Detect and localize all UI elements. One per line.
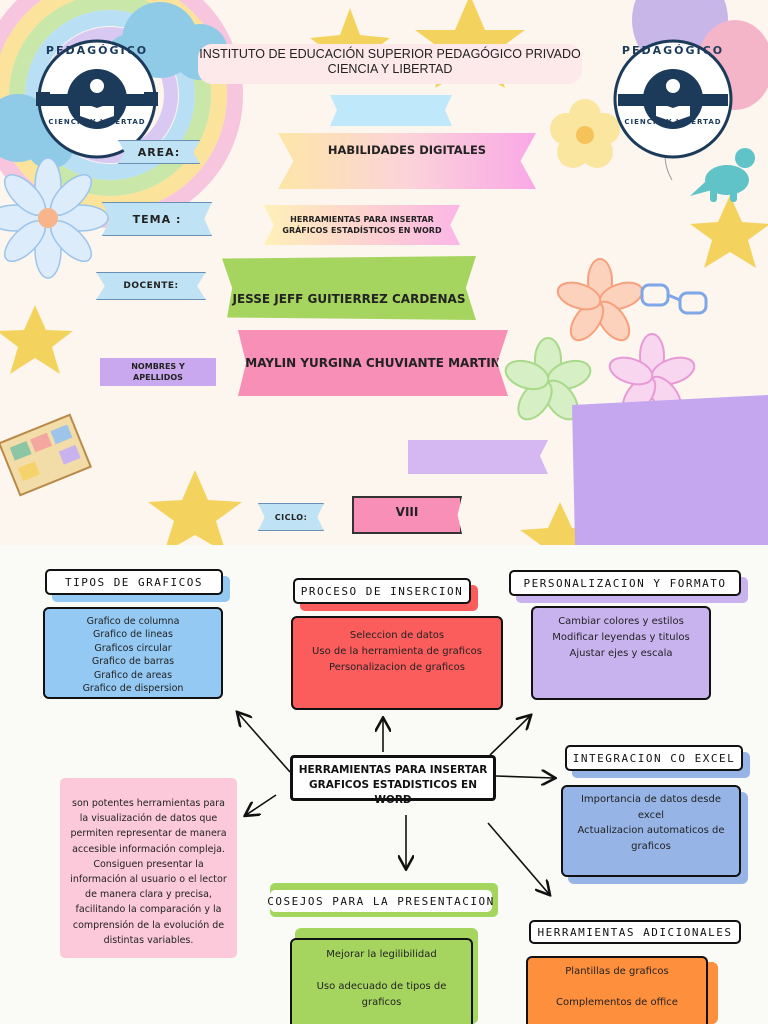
description-line: Consiguen presentar la [93,858,204,870]
personalizacion-list: Cambiar colores y estilos Modificar leye… [533,614,709,662]
list-item [528,980,706,996]
adicionales-box: Plantillas de graficos Complementos de o… [526,956,708,1024]
adicionales-header: HERRAMIENTAS ADICIONALES [529,920,741,944]
list-item: Ajustar ejes y escala [569,648,673,659]
nombres-value: MAYLIN YURGINA CHUVIANTE MARTIN [238,330,508,396]
personalizacion-header: PERSONALIZACION Y FORMATO [509,570,741,596]
description-line: comprensión de la evolución de [72,919,225,931]
tema-value-line2: GRÁFICOS ESTADÍSTICOS EN WORD [282,226,442,235]
reading-child-icon [80,79,114,122]
paper-shape [572,395,768,545]
center-node-line1: HERRAMIENTAS PARA INSERTAR [298,764,488,776]
cover-section: PEDAGÓGICO CIENCIA Y LIBERTAD PEDAGÓGICO… [0,0,768,545]
area-label: AREA: [118,140,200,164]
description-line: distintas variables. [103,934,194,946]
description-line: permiten representar de manera [70,828,227,840]
integracion-list: Importancia de datos desde excel Actuali… [563,792,739,854]
personalizacion-box: Cambiar colores y estilos Modificar leye… [531,606,711,700]
list-item [292,963,471,979]
list-item: graficos [631,840,671,852]
board-game-icon [0,413,93,497]
nombres-label-line1: NOMBRES Y [131,362,185,371]
tipos-list: Grafico de columna Grafico de lineas Gra… [45,615,221,695]
description-line: son potentes herramientas para [72,798,225,809]
description-line: facilitando la comparación y la [75,904,222,916]
arrow-to-personalizacion [489,716,530,756]
nombres-label-line2: APELLIDOS [133,373,183,382]
description-box: son potentes herramientas para la visual… [60,778,237,958]
flower-icon [556,258,644,342]
glasses-icon [640,283,708,315]
tema-value: HERRAMIENTAS PARA INSERTAR GRÁFICOS ESTA… [264,205,460,245]
list-item: Actualizacion automaticos de [577,825,725,836]
center-node: HERRAMIENTAS PARA INSERTAR GRAFICOS ESTA… [290,755,496,806]
institute-title: INSTITUTO DE EDUCACIÓN SUPERIOR PEDAGÓGI… [190,47,590,77]
list-item: Importancia de datos desde [580,794,722,805]
proceso-list: Seleccion de datos Uso de la herramienta… [293,628,501,676]
institution-logo-right [613,39,733,159]
consejos-header: COSEJOS PARA LA PRESENTACION [267,890,493,912]
institution-logo-left [36,39,158,159]
list-item: graficos [361,997,402,1008]
list-item: Grafico de columna [86,616,180,627]
list-item: Personalizacion de graficos [329,662,465,673]
list-item: Complementos de office [556,997,678,1008]
list-item: Mejorar la legilibilidad [326,949,437,960]
consejos-box: Mejorar la legilibilidad Uso adecuado de… [290,938,473,1024]
arrow-to-integracion [495,776,554,778]
flower-icon [504,337,592,421]
list-item: Grafico de lineas [93,629,173,641]
center-node-line2: GRAFICOS ESTADISTICOS EN WORD [308,779,478,806]
institute-title-line2: CIENCIA Y LIBERTAD [327,62,453,76]
list-item: Grafico de dispersion [82,683,184,695]
list-item: Graficos circular [94,642,172,654]
docente-value: JESSE JEFF GUITIERREZ CARDENAS [222,256,476,320]
consejos-list: Mejorar la legilibilidad Uso adecuado de… [292,947,471,1011]
description-line: accesible información compleja. [72,843,225,855]
list-item: Grafico de barras [91,656,175,668]
description-line: información al usuario o el lector [70,874,227,886]
arrow-to-tipos [238,713,291,773]
dinosaur-icon [690,148,755,202]
flower-icon [0,157,109,279]
reading-child-icon [656,79,690,122]
tipos-box: Grafico de columna Grafico de lineas Gra… [43,607,223,699]
institute-title-line1: INSTITUTO DE EDUCACIÓN SUPERIOR PEDAGÓGI… [199,47,581,61]
area-value: HABILIDADES DIGITALES [278,133,536,189]
arrow-to-adicionales [487,822,549,894]
arrow-to-description [246,794,277,815]
proceso-header: PROCESO DE INSERCION [293,578,471,604]
flower-icon [608,333,696,417]
docente-label: DOCENTE: [96,272,206,300]
tema-value-line1: HERRAMIENTAS PARA INSERTAR [290,215,434,224]
list-item: Seleccion de datos [349,630,445,641]
ciclo-value: VIII [352,496,462,534]
nombres-label: NOMBRES Y APELLIDOS [100,358,216,386]
list-item: Uso adecuado de tipos de [316,981,447,992]
logo-left-top-text: PEDAGÓGICO [45,44,149,57]
integracion-header: INTEGRACION CO EXCEL [565,745,743,771]
description-line: la visualización de datos que [79,813,218,825]
list-item: Cambiar colores y estilos [558,616,684,627]
logo-right-top-text: PEDAGÓGICO [621,44,725,57]
list-item: Grafico de areas [93,669,173,681]
logo-right-bottom-text: CIENCIA Y LIBERTAD [624,118,722,126]
flower-icon [550,99,620,168]
list-item: Plantillas de graficos [565,966,669,977]
list-item: Uso de la herramienta de graficos [312,646,482,657]
list-item: Modificar leyendas y titulos [552,632,690,643]
tipos-header: TIPOS DE GRAFICOS [45,569,223,595]
logo-left-bottom-text: CIENCIA Y LIBERTAD [48,118,146,126]
integracion-box: Importancia de datos desde excel Actuali… [561,785,741,877]
proceso-box: Seleccion de datos Uso de la herramienta… [291,616,503,710]
description-line: de manera clara y precisa, [85,889,212,901]
list-item: excel [637,809,665,821]
adicionales-list: Plantillas de graficos Complementos de o… [528,964,706,1011]
